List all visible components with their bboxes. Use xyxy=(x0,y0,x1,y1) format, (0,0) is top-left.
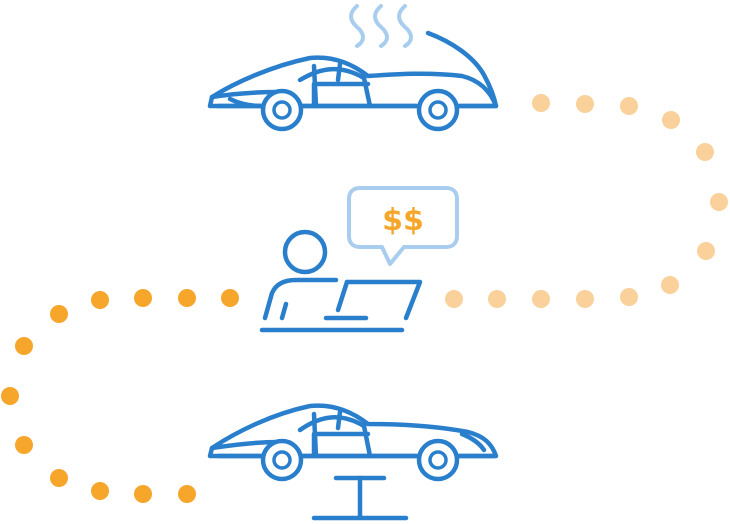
path-dot xyxy=(91,482,109,500)
path-dot xyxy=(178,485,196,503)
path-dot xyxy=(50,305,68,323)
path-dot xyxy=(1,387,19,405)
path-dot xyxy=(696,143,714,161)
path-dot xyxy=(134,289,152,307)
path-dot xyxy=(15,337,33,355)
path-dot xyxy=(488,290,506,308)
path-dot xyxy=(661,276,679,294)
path-dot xyxy=(532,94,550,112)
path-dot xyxy=(697,242,715,260)
path-dot xyxy=(710,193,728,211)
path-dot xyxy=(134,485,152,503)
path-dot xyxy=(15,436,33,454)
steam-icon xyxy=(349,4,413,48)
person-head xyxy=(282,229,328,275)
path-dot xyxy=(91,291,109,309)
path-dot xyxy=(576,290,594,308)
path-dot xyxy=(532,290,550,308)
person-at-laptop-icon: $$ xyxy=(259,186,459,333)
path-dot xyxy=(221,289,239,307)
speech-bubble: $$ xyxy=(347,186,459,266)
dotted-path-lower xyxy=(1,289,239,503)
path-dot xyxy=(662,111,680,129)
car-on-lift-icon xyxy=(207,403,499,521)
path-dot xyxy=(50,469,68,487)
price-text: $$ xyxy=(382,203,424,238)
path-dot xyxy=(620,288,638,306)
path-dot xyxy=(620,97,638,115)
path-dot xyxy=(576,95,594,113)
dotted-path-upper xyxy=(445,94,728,308)
overheating-car-icon xyxy=(207,4,499,132)
path-dot xyxy=(445,290,463,308)
path-dot xyxy=(178,289,196,307)
